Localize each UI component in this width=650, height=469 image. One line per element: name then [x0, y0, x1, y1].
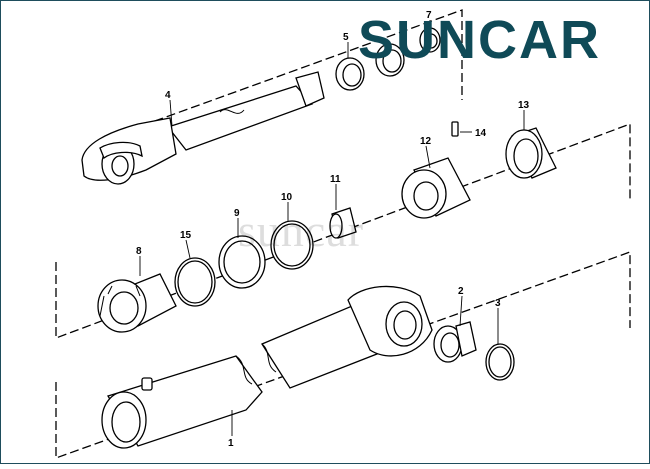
callout-11: 11	[330, 174, 341, 185]
callout-4: 4	[165, 90, 171, 101]
cylinder-tube	[101, 285, 433, 449]
piston	[401, 157, 471, 219]
logo-text: SUNCAR	[358, 10, 602, 70]
o-ring-large	[270, 220, 314, 270]
callout-3: 3	[495, 298, 501, 309]
leader-12	[425, 145, 431, 169]
callout-9: 9	[234, 208, 240, 219]
callout-1: 1	[228, 438, 234, 449]
callout-14: 14	[475, 128, 487, 139]
callout-12: 12	[420, 136, 432, 147]
piston-rod	[81, 71, 325, 185]
callout-13: 13	[518, 100, 530, 111]
callout-15: 15	[180, 230, 192, 241]
leader-4	[169, 99, 173, 127]
o-ring	[174, 257, 216, 307]
watermark: suncar	[238, 205, 365, 256]
backup-ring	[218, 235, 266, 289]
spacer-bushing	[329, 207, 357, 239]
wiper-seal	[375, 27, 441, 77]
leader-15	[185, 239, 191, 259]
brand-logo: SUNCAR	[358, 10, 601, 70]
piston-ring	[505, 127, 557, 179]
cylinder-head-gland	[97, 273, 177, 333]
assembly-outline-top	[129, 9, 463, 131]
callout-10: 10	[281, 192, 293, 203]
callout-8: 8	[136, 246, 142, 257]
callout-2: 2	[458, 286, 464, 297]
set-screw	[451, 121, 459, 137]
pin-bushing	[433, 321, 477, 363]
rod-seal	[335, 57, 365, 91]
snap-ring	[485, 343, 515, 381]
callout-5: 5	[343, 32, 349, 43]
leader-2	[459, 295, 463, 327]
callout-7: 7	[426, 10, 432, 21]
